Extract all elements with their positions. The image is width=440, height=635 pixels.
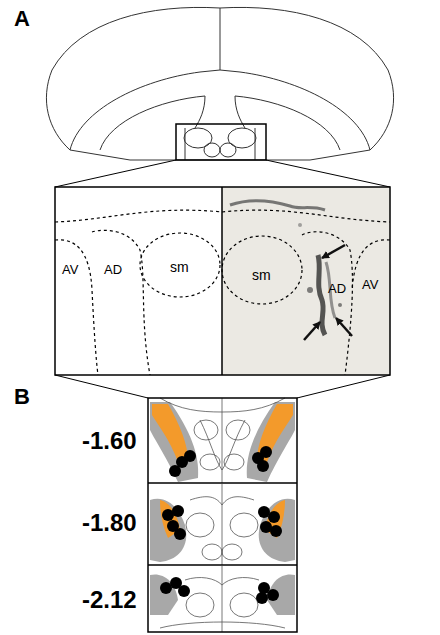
coordinate-label: -1.80 — [82, 511, 137, 535]
atlas-section — [150, 398, 295, 632]
panel-letter: B — [14, 386, 30, 408]
injection-site — [160, 446, 282, 604]
coordinate-label: -2.12 — [82, 588, 137, 612]
region-label: AD — [104, 263, 122, 276]
region-label: AD — [328, 282, 346, 295]
region-label: sm — [252, 268, 271, 282]
region-label: AV — [362, 278, 378, 291]
histology-stain — [230, 201, 342, 335]
coordinate-label: -1.60 — [82, 429, 137, 453]
region-label: sm — [170, 260, 189, 274]
panel-letter: A — [14, 8, 30, 30]
brain-section — [46, 7, 393, 160]
region-label: AV — [62, 263, 78, 276]
region-outline — [55, 210, 390, 375]
